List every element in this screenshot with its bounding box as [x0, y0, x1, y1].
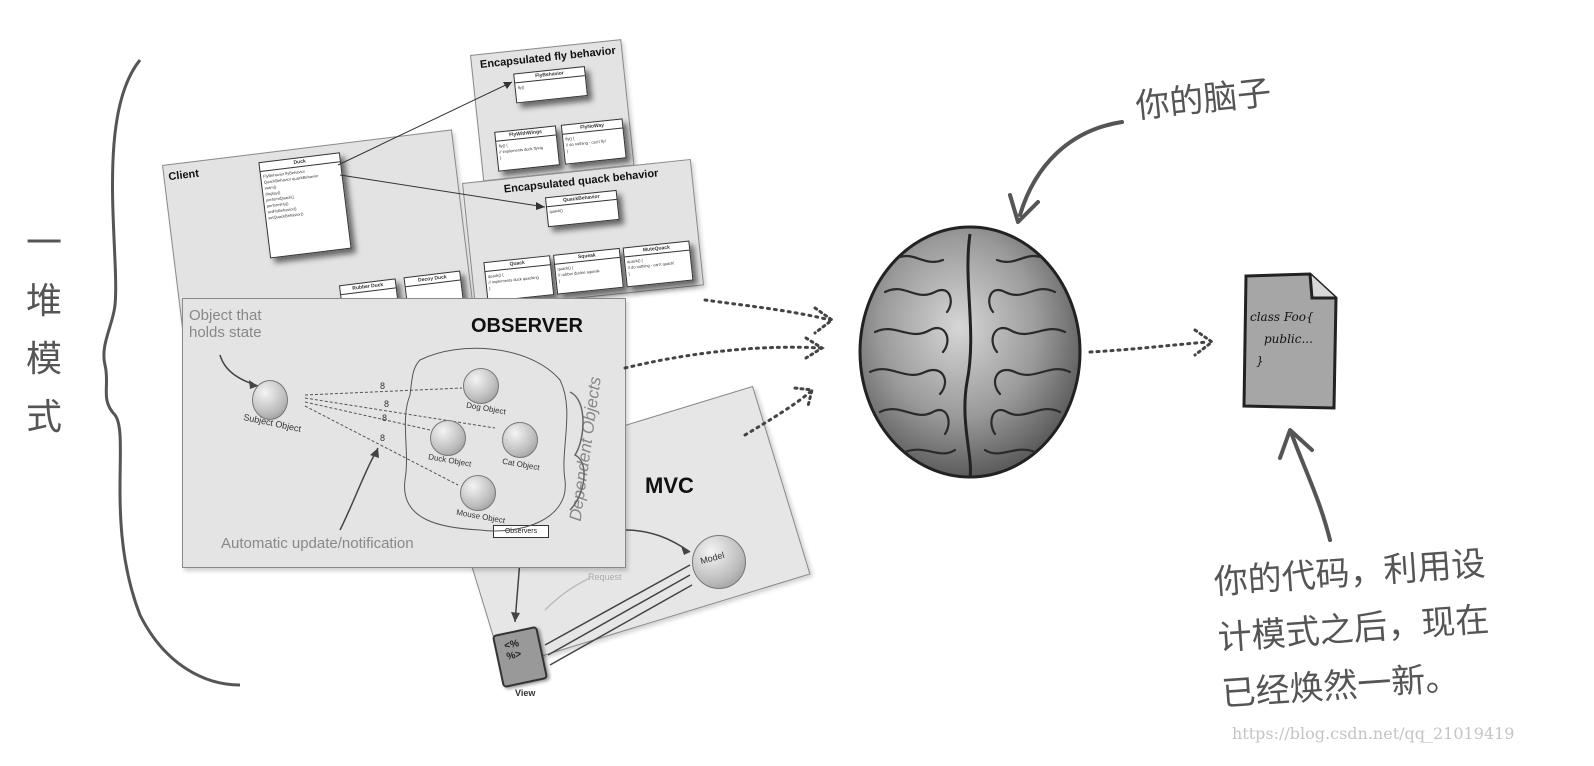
cat-object-ball: [502, 422, 538, 458]
arrow-label: 8: [380, 433, 386, 443]
view-label: View: [515, 688, 536, 698]
update-note: Automatic update/notification: [221, 535, 414, 552]
subject-ball: [252, 380, 288, 420]
watermark: https://blog.csdn.net/qq_21019419: [1232, 724, 1515, 743]
left-label-char: 一: [25, 223, 62, 264]
arrow-label: 8: [384, 399, 390, 409]
code-line-1: class Foo{: [1250, 310, 1314, 324]
left-vertical-label: 一 堆 模 式: [22, 215, 66, 447]
code-document: class Foo{ public... }: [1240, 272, 1338, 410]
left-label-char: 堆: [25, 281, 62, 322]
duck-object-ball: [430, 420, 466, 456]
left-label-char: 模: [25, 339, 62, 380]
code-line-2: public...: [1264, 332, 1313, 346]
mvc-title: MVC: [645, 473, 694, 498]
mouse-object-ball: [460, 475, 496, 511]
observers-box: Observers: [493, 525, 549, 538]
subject-note: Object that holds state: [189, 307, 262, 341]
left-label-char: 式: [25, 397, 62, 438]
request-label: Request: [588, 572, 622, 582]
arrow-label: 8: [382, 413, 388, 423]
observer-panel: OBSERVER Object that holds state Automat…: [182, 298, 626, 568]
left-brace: [102, 59, 241, 687]
code-line-3: }: [1256, 354, 1264, 368]
dog-object-ball: [463, 368, 499, 404]
model-ball: [692, 535, 746, 589]
brain-illustration: [858, 225, 1082, 479]
code-caption: 你的代码，利用设 计模式之后，现在 已经焕然一新。: [1212, 536, 1495, 723]
observer-title: OBSERVER: [471, 315, 583, 337]
document-icon: [1242, 272, 1338, 410]
arrow-label: 8: [380, 381, 386, 391]
